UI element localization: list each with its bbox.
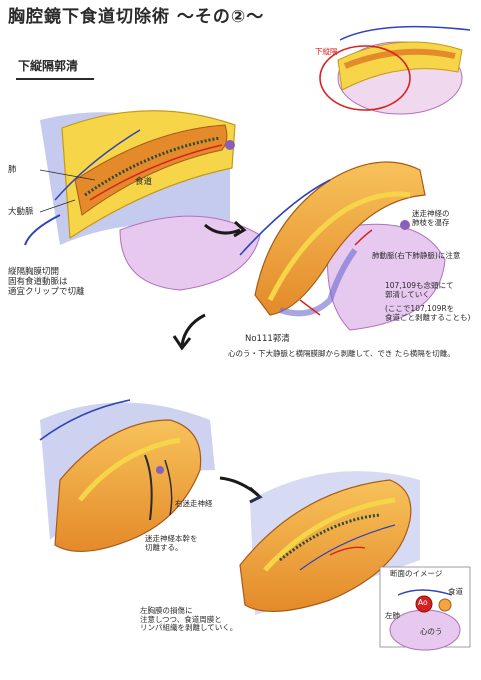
arrow-right-icon (219, 476, 259, 497)
panel2-node107-note: 107,109も念頭にて 郭清していく (385, 281, 454, 299)
panel2-artery-note: 肺動脈(右下肺静脈)に注意 (372, 251, 461, 260)
panel2-pericardium-note: 心のう・下大静脈と横隔膜脚から剥離して、でき たら横隔を切離。 (228, 349, 455, 358)
cross-section-left-lung-label: 左肺 (385, 611, 400, 620)
panel4-illustration (239, 471, 420, 615)
section-underline (16, 78, 94, 80)
panel2-vagus-note: 迷走神経の 肺枝を温存 (412, 209, 450, 227)
inset-label: 下縦隔 (315, 47, 338, 56)
section-heading: 下縦隔郭清 (18, 59, 79, 73)
panel1-lung-label: 肺 (8, 165, 17, 175)
cross-section-esophagus-label: 食道 (448, 587, 463, 596)
panel2-node107-sub: (ここで107,109Rを 食道ごと剥離することも) (385, 304, 471, 322)
panel1-ligament-note: 縦隔胸膜切開 固有食道動脈は 適宜クリップで切離 (8, 267, 85, 297)
panel2-illustration (239, 161, 446, 331)
arrow-down-left-icon (180, 313, 206, 346)
panel3-right-vagus-label: 右迷走神経 (175, 499, 213, 508)
panel1-esophagus-label: 食道 (135, 177, 153, 187)
cross-section-aorta-label: Ao (418, 598, 428, 607)
arrow-right-icon (204, 223, 241, 235)
cross-section-title: 断面のイメージ (390, 569, 443, 578)
page-title: 胸腔鏡下食道切除術 〜その②〜 (8, 7, 265, 27)
panel1-illustration (24, 110, 261, 291)
panel3-vagus-cut-note: 迷走神経本幹を 切離する。 (145, 534, 198, 552)
panel2-node111-label: No111郭清 (245, 334, 290, 344)
cross-section-diagram (379, 566, 471, 651)
panel1-aorta-label: 大動脈 (8, 207, 34, 217)
panel3-illustration (39, 399, 215, 553)
cross-section-pericardium-label: 心のう (420, 627, 443, 636)
inset-diagram (319, 25, 471, 115)
panel4-pleura-note: 左胸膜の損傷に 注意しつつ、食道周膜と リンパ組織を剥離していく。 (140, 606, 238, 633)
